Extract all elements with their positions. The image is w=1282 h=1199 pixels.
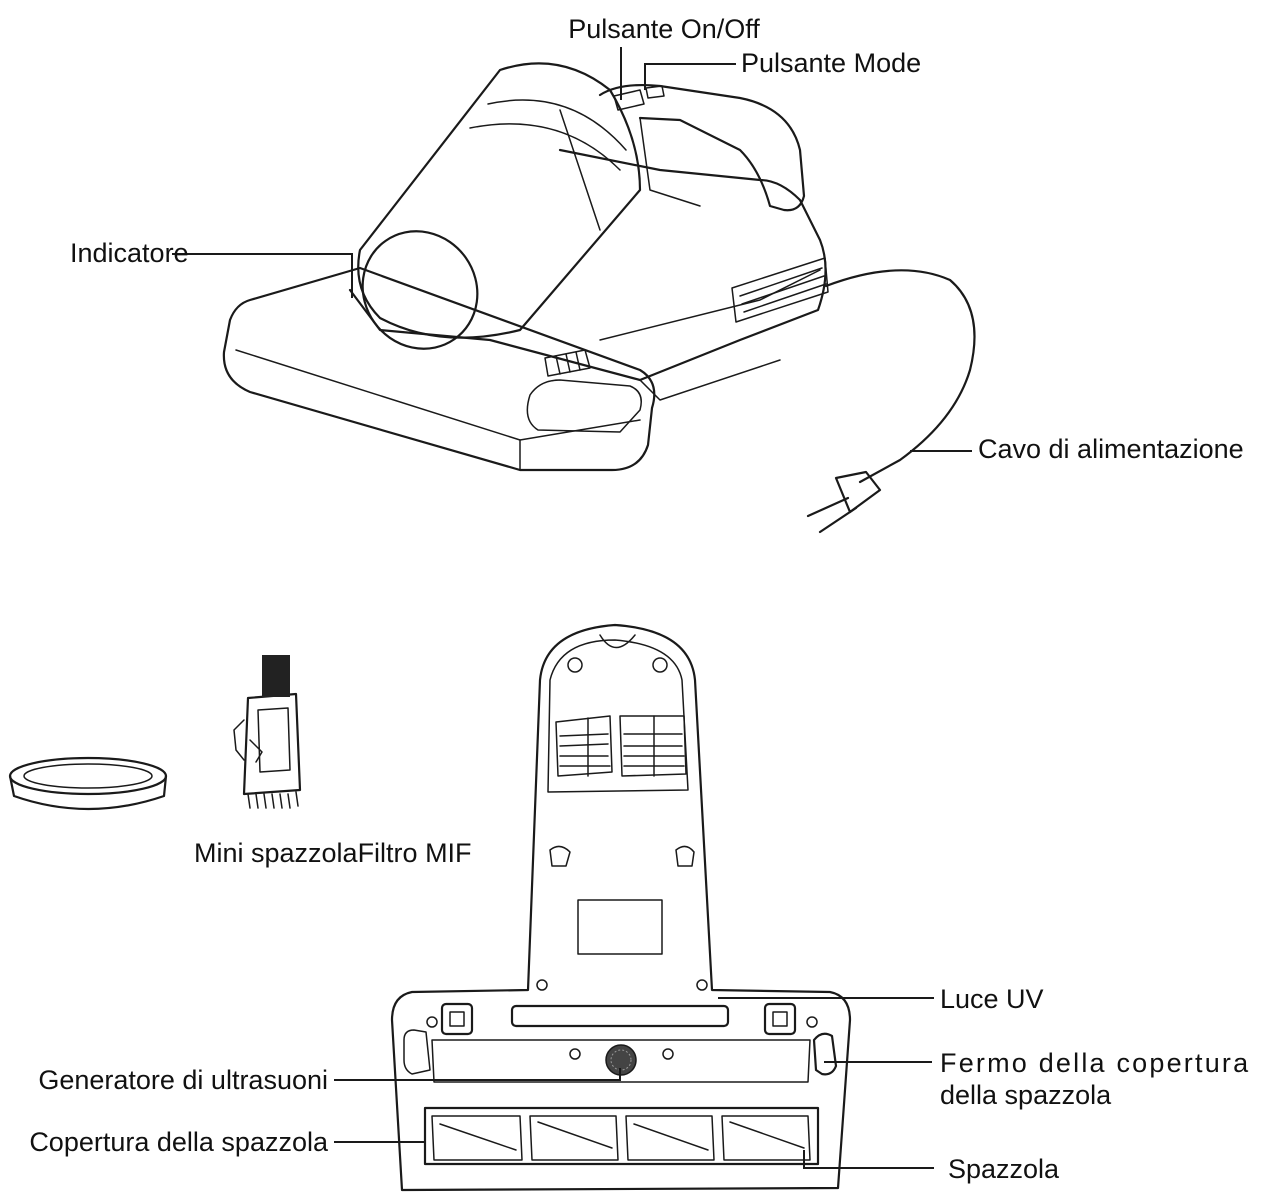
underside-body: [390, 623, 852, 1192]
uv-light: [510, 1004, 730, 1028]
nozzle-head: [222, 266, 656, 472]
accessories: [8, 655, 302, 811]
dust-cup: [357, 62, 642, 339]
label-mode-button: Pulsante Mode: [741, 48, 921, 78]
label-power-cord: Cavo di alimentazione: [978, 434, 1244, 464]
label-brush-cover-latch-line2: della spazzola: [940, 1080, 1112, 1110]
label-mini-brush-filter: Mini spazzolaFiltro MIF: [194, 838, 472, 868]
label-brush-cover: Copertura della spazzola: [29, 1127, 329, 1157]
label-indicator: Indicatore: [70, 238, 189, 268]
grille: [555, 715, 687, 777]
brush-cover-latch: [812, 1032, 838, 1076]
label-brush: Spazzola: [948, 1154, 1060, 1184]
latch-left-top: [440, 1002, 474, 1036]
labels: Pulsante On/Off Pulsante Mode Indicatore…: [29, 14, 1250, 1184]
label-plate: [577, 899, 663, 955]
vacuum-top-view: [222, 62, 976, 534]
plug: [834, 470, 882, 514]
brush-roller: [431, 1115, 811, 1161]
leader-lines: [172, 47, 972, 1169]
main-body: [348, 148, 827, 382]
mode-button: [645, 85, 665, 99]
latch-right-top: [763, 1002, 797, 1036]
handle: [598, 83, 806, 212]
mini-brush: [233, 655, 302, 809]
label-uv-light: Luce UV: [940, 984, 1044, 1014]
brush-cover: [423, 1106, 820, 1166]
air-vent: [731, 257, 829, 323]
vacuum-bottom-view: [390, 623, 852, 1192]
label-brush-cover-latch-line1: Fermo della copertura: [940, 1048, 1250, 1078]
power-cord: [824, 269, 976, 484]
label-ultrasonic-generator: Generatore di ultrasuoni: [38, 1065, 328, 1095]
power-button: [613, 89, 645, 111]
label-power-button: Pulsante On/Off: [568, 14, 760, 44]
